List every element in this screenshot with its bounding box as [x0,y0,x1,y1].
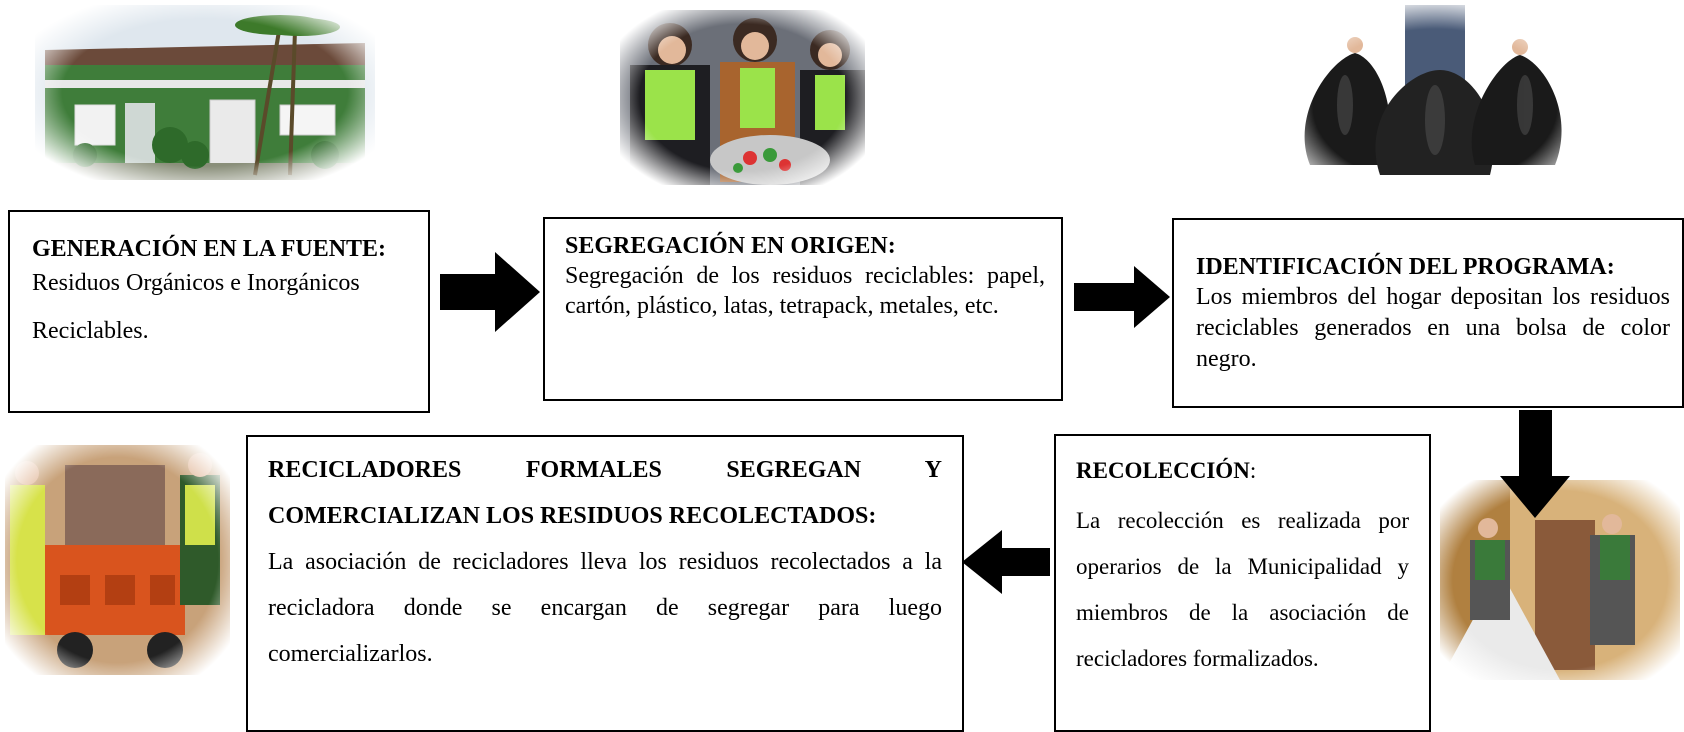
step-recicladores-box: RECICLADORES FORMALES SEGREGAN Y COMERCI… [246,435,964,732]
step-recoleccion-box: RECOLECCIÓN: La recolección es realizada… [1054,434,1431,732]
step-recoleccion-text: La recolección es realizada por operario… [1076,508,1409,671]
step-recoleccion-title-line: RECOLECCIÓN: [1076,446,1409,496]
step-segregacion-text: Segregación de los residuos reciclables:… [565,263,1045,319]
trash-bags-photo [1290,5,1580,190]
collectors-photo [1440,480,1680,680]
step-identificacion-box: IDENTIFICACIÓN DEL PROGRAMA: Los miembro… [1172,218,1684,408]
recyclers-tricycle-photo [5,445,230,675]
step-recoleccion-title-suffix: : [1249,458,1257,483]
arrow-right-icon [1074,266,1170,328]
step-recicladores-title: RECICLADORES FORMALES SEGREGAN Y COMERCI… [268,457,942,529]
step-recicladores-text: La asociación de recicladores lleva los … [268,549,942,667]
step-generacion-line2: Reciclables. [32,318,149,344]
house-photo [35,5,375,180]
step-recoleccion-title: RECOLECCIÓN [1076,458,1250,483]
arrow-left-icon [962,530,1050,594]
step-identificacion-text: Los miembros del hogar depositan los res… [1196,284,1670,372]
arrow-down-icon [1500,410,1570,518]
volunteers-photo [620,10,865,185]
step-generacion-line1: Residuos Orgánicos e Inorgánicos [32,270,360,296]
arrow-right-icon [440,252,540,332]
step-generacion-box: GENERACIÓN EN LA FUENTE: Residuos Orgáni… [8,210,430,413]
step-segregacion-title: SEGREGACIÓN EN ORIGEN: [565,233,896,259]
step-generacion-title: GENERACIÓN EN LA FUENTE: [32,236,387,262]
step-identificacion-title: IDENTIFICACIÓN DEL PROGRAMA: [1196,254,1615,280]
step-segregacion-box: SEGREGACIÓN EN ORIGEN: Segregación de lo… [543,217,1063,401]
